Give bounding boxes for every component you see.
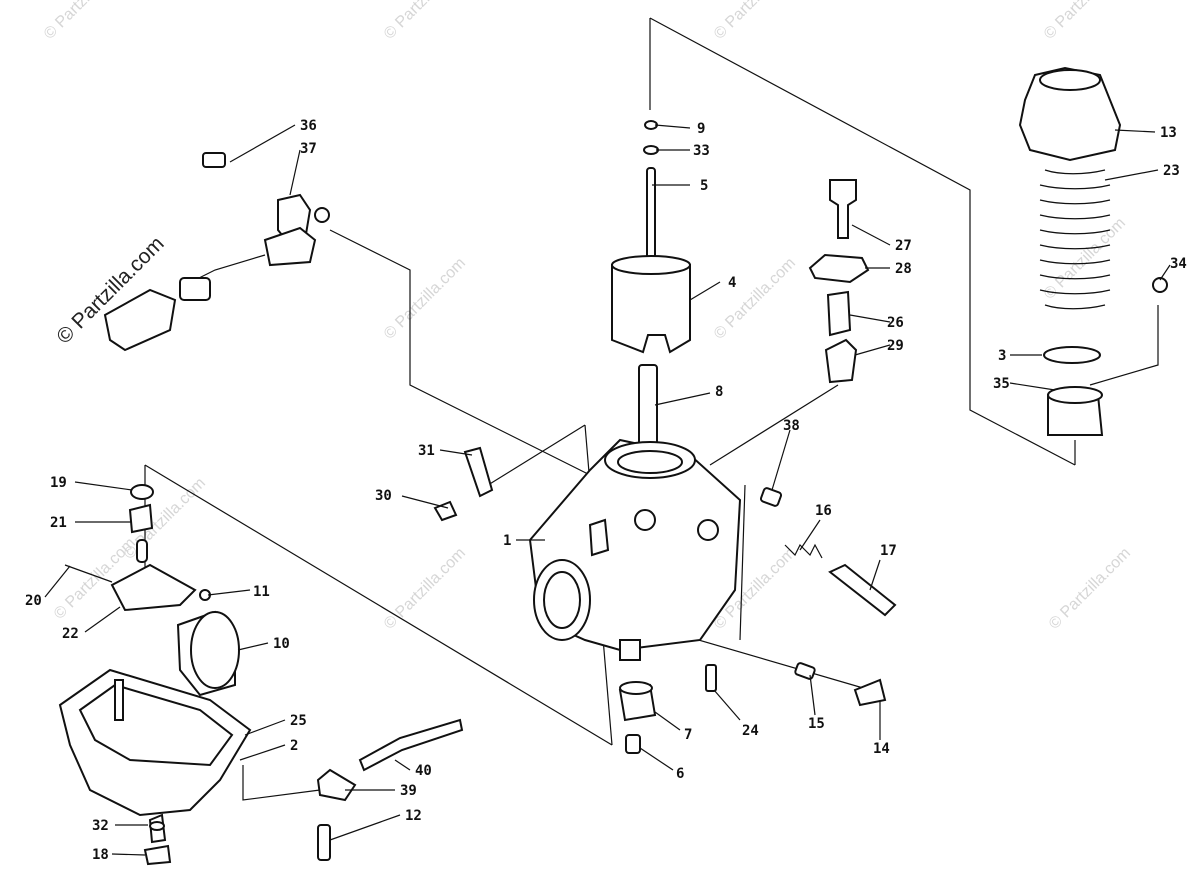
callout-23: 23: [1163, 163, 1180, 179]
callout-40: 40: [415, 763, 432, 779]
watermark: © Partzilla.com: [41, 0, 129, 43]
jet-needle-parts: [643, 120, 659, 279]
callout-38: 38: [783, 418, 800, 434]
callout-29: 29: [887, 338, 904, 354]
callout-8: 8: [715, 384, 723, 400]
callout-22: 22: [62, 626, 79, 642]
callout-7: 7: [684, 727, 692, 743]
callout-16: 16: [815, 503, 832, 519]
callout-26: 26: [887, 315, 904, 331]
throttle-slide: [611, 255, 691, 354]
callout-6: 6: [676, 766, 684, 782]
main-jet-parts: [618, 662, 887, 754]
watermark: © Partzilla.com: [1041, 0, 1129, 43]
callout-13: 13: [1160, 125, 1177, 141]
callout-2: 2: [290, 738, 298, 754]
callout-3: 3: [998, 348, 1006, 364]
callout-numbers: 9 33 5 4 8 27 28 26 29 13 23 34 3 35 36 …: [25, 118, 1187, 863]
callout-21: 21: [50, 515, 67, 531]
callout-32: 32: [92, 818, 109, 834]
callout-33: 33: [693, 143, 710, 159]
watermark: © Partzilla.com: [711, 255, 799, 343]
callout-39: 39: [400, 783, 417, 799]
watermark: © Partzilla.com: [381, 545, 469, 633]
watermark: © Partzilla.com: [381, 255, 469, 343]
callout-36: 36: [300, 118, 317, 134]
float-bowl: [58, 668, 252, 866]
top-cap-assembly: [1018, 66, 1168, 436]
callout-28: 28: [895, 261, 912, 277]
watermark: © Partzilla.com: [1041, 215, 1129, 303]
callout-31: 31: [418, 443, 435, 459]
callout-34: 34: [1170, 256, 1187, 272]
watermark: © Partzilla.com: [1046, 545, 1134, 633]
callout-9: 9: [697, 121, 705, 137]
float-assembly: [64, 484, 240, 697]
callout-5: 5: [700, 178, 708, 194]
callout-27: 27: [895, 238, 912, 254]
callout-11: 11: [253, 584, 270, 600]
callout-18: 18: [92, 847, 109, 863]
idle-screw-parts: [759, 487, 897, 617]
callout-19: 19: [50, 475, 67, 491]
throttle-sensor-assembly: [103, 152, 330, 352]
callout-1: 1: [503, 533, 511, 549]
watermark: © Partzilla.com: [381, 0, 469, 43]
choke-lever: [433, 446, 494, 522]
callout-4: 4: [728, 275, 736, 291]
callout-37: 37: [300, 141, 317, 157]
leader-lines: [44, 124, 1171, 856]
callout-35: 35: [993, 376, 1010, 392]
callout-25: 25: [290, 713, 307, 729]
starter-plunger-stack: [808, 179, 870, 384]
callout-20: 20: [25, 593, 42, 609]
callout-10: 10: [273, 636, 290, 652]
carburetor-body: [528, 438, 742, 661]
callout-14: 14: [873, 741, 890, 757]
callout-15: 15: [808, 716, 825, 732]
callout-17: 17: [880, 543, 897, 559]
watermark: © Partzilla.com: [711, 0, 799, 43]
callout-24: 24: [742, 723, 759, 739]
callout-12: 12: [405, 808, 422, 824]
drain-parts: [316, 718, 464, 861]
callout-30: 30: [375, 488, 392, 504]
